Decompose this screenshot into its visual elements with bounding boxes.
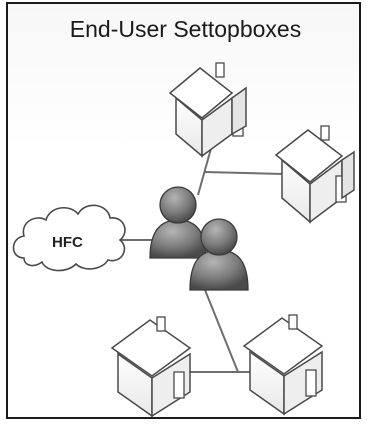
diagram-title: End-User Settopboxes <box>69 16 302 42</box>
users-icon <box>149 186 249 291</box>
cloud-icon: HFC <box>12 204 126 272</box>
house-icon <box>168 62 247 158</box>
house-icon <box>110 316 192 418</box>
link-users-house-top <box>197 144 213 196</box>
link-trunk-house-right <box>204 171 284 175</box>
house-icon <box>242 314 324 416</box>
link-users-bottom <box>202 284 239 373</box>
connection-lines <box>118 144 284 373</box>
house-icon <box>274 125 355 224</box>
cloud-label: HFC <box>52 234 83 251</box>
